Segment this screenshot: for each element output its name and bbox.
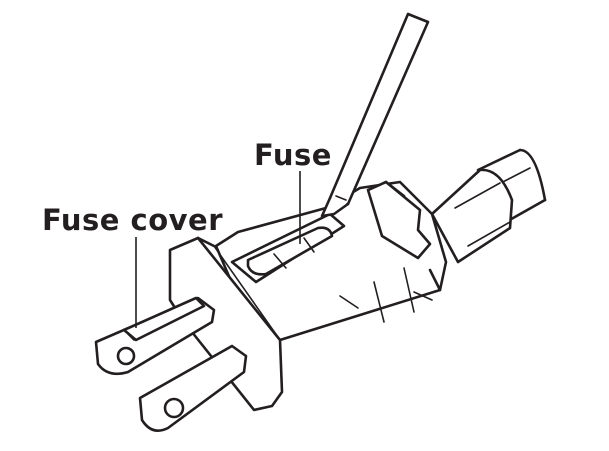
screwdriver [320, 12, 430, 218]
lower-prong [138, 344, 248, 432]
fuse [246, 226, 334, 276]
fuse-cover-label: Fuse cover [42, 203, 224, 237]
fuse-label: Fuse [254, 138, 332, 172]
cord-strain-relief [430, 168, 514, 264]
fuse-cover [122, 296, 206, 342]
fuse-compartment-frame [366, 180, 432, 260]
